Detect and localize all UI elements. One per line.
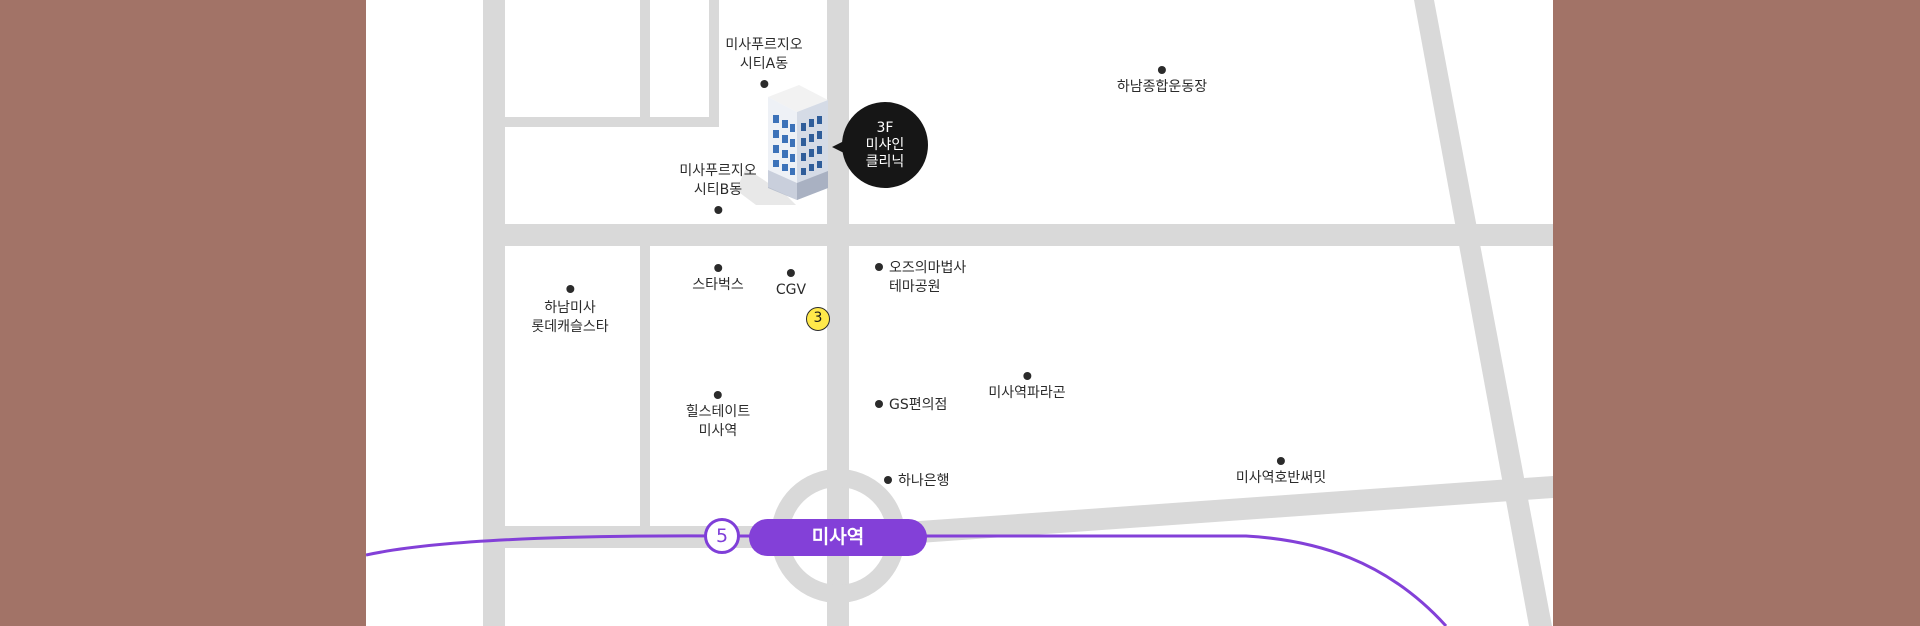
poi-dot — [714, 264, 722, 272]
poi-hanam-sports: 하남종합운동장 — [1117, 66, 1207, 97]
poi-label: 하나은행 — [898, 473, 950, 489]
poi-label: 힐스테이트 — [685, 404, 751, 420]
poi-gs-store: GS편의점 — [875, 396, 947, 415]
poi-label: 미사역파라곤 — [988, 385, 1066, 401]
poi-label: 오즈의마법사 — [889, 260, 967, 276]
poi-cgv: CGV — [776, 269, 806, 300]
poi-label: 스타벅스 — [692, 277, 744, 293]
road-vertical-small-1 — [640, 0, 650, 120]
poi-label: 하남종합운동장 — [1116, 79, 1208, 95]
road-vertical-small-2 — [709, 0, 719, 125]
road-horizontal-main — [483, 224, 1553, 246]
poi-oz-theme: 오즈의마법사 테마공원 — [875, 259, 966, 297]
poi-label: 테마공원 — [889, 279, 941, 295]
poi-dot — [714, 391, 722, 399]
poi-dot — [875, 400, 883, 408]
poi-label: CGV — [775, 282, 807, 298]
poi-label: 시티A동 — [739, 56, 789, 72]
clinic-name-line1: 미샤인 — [865, 136, 905, 153]
poi-misa-paragon: 미사역파라곤 — [988, 372, 1066, 403]
road-vertical-inner — [640, 244, 650, 534]
poi-label: 미사역 — [698, 423, 738, 439]
clinic-callout: 3F 미샤인 클리닉 — [832, 102, 928, 188]
clinic-floor: 3F — [876, 119, 894, 136]
subway-line-badge: 5 — [704, 518, 740, 554]
poi-dot — [1276, 457, 1285, 465]
location-map: 미사푸르지오 시티A동 미사푸르지오 시티B동 하남종합운동장 하남미사 롯데캐… — [366, 0, 1553, 626]
poi-label: 롯데캐슬스타 — [531, 319, 609, 335]
clinic-name-line2: 클리닉 — [865, 153, 905, 170]
exit-number-badge: 3 — [806, 307, 830, 331]
poi-misa-prugio-a: 미사푸르지오 시티A동 — [725, 36, 803, 88]
poi-dot — [884, 476, 892, 484]
poi-dot — [714, 206, 722, 214]
poi-label: GS편의점 — [889, 397, 948, 413]
road-vertical-west — [483, 0, 505, 626]
station-name-badge: 미사역 — [749, 519, 927, 556]
poi-dot — [875, 263, 883, 271]
road-diagonal-south — [849, 476, 1553, 548]
poi-misa-prugio-b: 미사푸르지오 시티B동 — [679, 162, 757, 214]
poi-label: 미사푸르지오 — [679, 163, 757, 179]
poi-misa-lakeside: 미사역호반써밋 — [1236, 457, 1326, 488]
road-diagonal-east — [1414, 0, 1552, 626]
poi-dot — [1157, 66, 1166, 74]
poi-hanam-lotte: 하남미사 롯데캐슬스타 — [531, 285, 609, 337]
poi-dot — [1023, 372, 1031, 380]
poi-label: 하남미사 — [544, 300, 596, 316]
poi-label: 시티B동 — [693, 182, 743, 198]
poi-dot — [566, 285, 574, 293]
poi-label: 미사역호반써밋 — [1235, 470, 1327, 486]
poi-hana-bank: 하나은행 — [884, 472, 950, 491]
poi-label: 미사푸르지오 — [725, 37, 803, 53]
road-horizontal-top-small — [483, 117, 719, 127]
building-icon — [736, 85, 828, 205]
poi-dot — [786, 269, 795, 277]
poi-starbucks: 스타벅스 — [692, 264, 744, 295]
poi-hills-state: 힐스테이트 미사역 — [686, 391, 750, 441]
poi-dot — [760, 80, 768, 88]
